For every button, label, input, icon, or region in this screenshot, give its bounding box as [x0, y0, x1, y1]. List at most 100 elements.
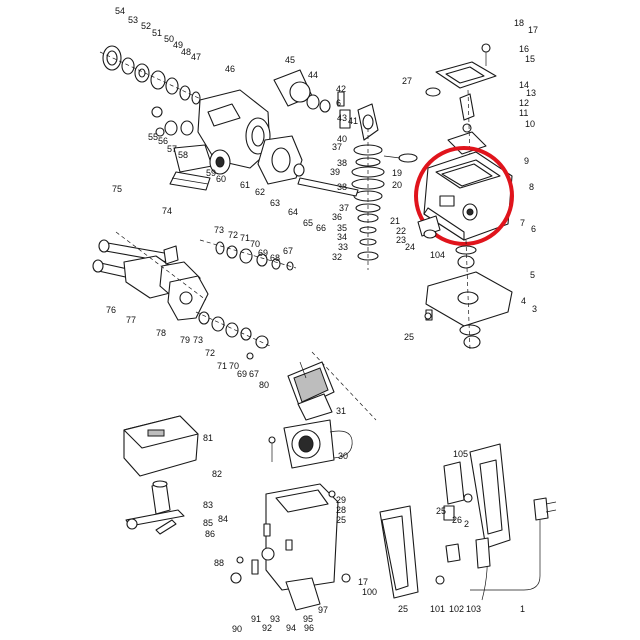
- callout: 103: [466, 604, 481, 614]
- callout: 62: [255, 187, 265, 197]
- callout: 75: [112, 184, 122, 194]
- callout: 10: [525, 119, 535, 129]
- callout: 23: [396, 235, 406, 245]
- callout: 63: [270, 198, 280, 208]
- armature: [287, 351, 377, 421]
- callout-labels: 54 53 52 51 50 49 48 47 46 45 44 42 6 43…: [106, 6, 538, 634]
- callout: 71: [240, 233, 250, 243]
- callout: 2: [464, 519, 469, 529]
- piston-assembly: [273, 69, 379, 141]
- callout: 78: [156, 328, 166, 338]
- callout: 37: [339, 203, 349, 213]
- callout: 80: [259, 380, 269, 390]
- carrying-case: [123, 415, 199, 477]
- callout: 3: [532, 304, 537, 314]
- crank-housing-top-cover: [425, 43, 497, 161]
- front-gear-stack: [99, 45, 221, 109]
- callout: 105: [453, 449, 468, 459]
- callout: 69: [237, 369, 247, 379]
- crank-stack: [297, 128, 418, 270]
- callout: 72: [228, 230, 238, 240]
- crank-housing-lower-parts: [417, 215, 513, 351]
- callout: 77: [126, 315, 136, 325]
- callout: 36: [332, 212, 342, 222]
- callout: 25: [404, 332, 414, 342]
- callout: 61: [240, 180, 250, 190]
- callout: 4: [521, 296, 526, 306]
- callout: 59: [206, 168, 216, 178]
- callout: 100: [362, 587, 377, 597]
- callout: 64: [288, 207, 298, 217]
- callout: 56: [158, 136, 168, 146]
- callout: 8: [529, 182, 534, 192]
- callout: 79: [180, 335, 190, 345]
- callout: 85: [203, 518, 213, 528]
- callout: 11: [519, 108, 528, 118]
- callout: 13: [526, 88, 536, 98]
- handle-cover: [469, 443, 511, 549]
- rear-handle: [379, 505, 419, 599]
- callout: 12: [519, 98, 529, 108]
- callout: 101: [430, 604, 445, 614]
- callout: 76: [106, 305, 116, 315]
- callout: 82: [212, 469, 222, 479]
- callout: 92: [262, 623, 272, 633]
- highlight-circle: [414, 146, 514, 246]
- callout: 24: [405, 242, 415, 252]
- callout: 6: [336, 98, 341, 108]
- callout: 14: [519, 80, 529, 90]
- callout: 84: [218, 514, 228, 524]
- callout: 54: [115, 6, 125, 16]
- callout: 95: [303, 614, 313, 624]
- callout: 40: [337, 134, 347, 144]
- motor-housing: [265, 483, 339, 611]
- callout: 55: [148, 132, 158, 142]
- callout: 94: [286, 623, 296, 633]
- callout: 37: [332, 142, 342, 152]
- callout: 67: [283, 246, 293, 256]
- callout: 16: [519, 44, 529, 54]
- callout: 17: [358, 577, 368, 587]
- callout: 43: [337, 113, 347, 123]
- callout: 39: [330, 167, 340, 177]
- callout: 19: [392, 168, 402, 178]
- switch-and-cord: [341, 461, 557, 601]
- callout: 47: [191, 52, 201, 62]
- callout: 52: [141, 21, 151, 31]
- side-handle-assembly: [92, 231, 209, 321]
- callout: 102: [449, 604, 464, 614]
- callout: 32: [332, 252, 342, 262]
- callout: 22: [396, 226, 406, 236]
- callout: 70: [250, 239, 260, 249]
- callout: 50: [164, 34, 174, 44]
- cylinder-flange: [257, 135, 305, 185]
- callout: 42: [336, 84, 346, 94]
- callout: 88: [214, 558, 224, 568]
- callout: 48: [181, 47, 191, 57]
- callout: 68: [270, 253, 280, 263]
- callout: 45: [285, 55, 295, 65]
- callout: 6: [531, 224, 536, 234]
- grease-and-tools: [125, 480, 185, 535]
- callout: 34: [337, 232, 347, 242]
- callout: 35: [337, 223, 347, 233]
- callout: 65: [303, 218, 313, 228]
- callout: 57: [167, 144, 177, 154]
- callout: 96: [304, 623, 314, 633]
- callout: 51: [152, 28, 162, 38]
- callout: 58: [178, 150, 188, 160]
- callout: 72: [205, 348, 215, 358]
- callout: 25: [336, 515, 346, 525]
- callout: 27: [402, 76, 412, 86]
- callout: 7: [520, 218, 525, 228]
- callout: 73: [193, 335, 203, 345]
- callout: 1: [520, 604, 525, 614]
- callout: 25: [398, 604, 408, 614]
- callout: 104: [430, 250, 445, 260]
- callout: 67: [249, 369, 259, 379]
- callout: 86: [205, 529, 215, 539]
- callout: 28: [336, 505, 346, 515]
- crank-housing: [423, 151, 513, 241]
- callout: 49: [173, 40, 183, 50]
